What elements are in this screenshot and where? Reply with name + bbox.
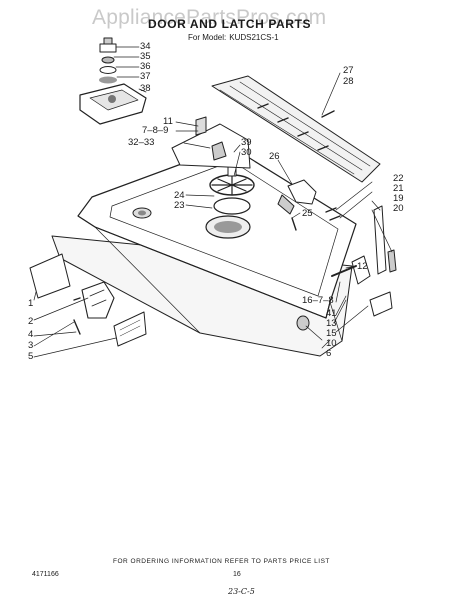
cap-washer bbox=[99, 66, 117, 74]
plug-button bbox=[296, 315, 310, 331]
model-label: For Model: bbox=[188, 33, 227, 42]
callout-28: 28 bbox=[343, 76, 354, 87]
hinge-arm-right bbox=[373, 205, 387, 275]
callout-4: 4 bbox=[28, 329, 34, 340]
rotor-seal bbox=[213, 197, 251, 215]
callout-38: 38 bbox=[140, 83, 151, 94]
latch-assembly bbox=[287, 179, 317, 205]
callout-5: 5 bbox=[28, 351, 34, 362]
latch-mechanism-left bbox=[81, 281, 115, 319]
callout-19: 19 bbox=[393, 193, 404, 204]
page-number: 16 bbox=[233, 571, 241, 578]
hinge-spring bbox=[387, 249, 397, 273]
callout-26: 26 bbox=[269, 151, 280, 162]
callout-16-7-8: 16–7–8 bbox=[302, 295, 334, 306]
callout-32-33: 32–33 bbox=[128, 137, 155, 148]
callout-22: 22 bbox=[393, 173, 404, 184]
callout-35: 35 bbox=[140, 51, 151, 62]
liner-side-flange bbox=[94, 226, 343, 342]
left-side-bracket bbox=[29, 253, 71, 299]
latch-tab bbox=[195, 116, 207, 136]
callout-7-8-9: 7–8–9 bbox=[142, 125, 169, 136]
latch-cover-plate bbox=[113, 311, 147, 347]
callout-15: 15 bbox=[326, 328, 337, 339]
ordering-info-footer: FOR ORDERING INFORMATION REFER TO PARTS … bbox=[113, 558, 330, 565]
callout-25: 25 bbox=[302, 208, 313, 219]
door-strike-bracket bbox=[369, 291, 393, 317]
page-title: DOOR AND LATCH PARTS bbox=[148, 17, 312, 31]
callout-12: 12 bbox=[357, 261, 368, 272]
handwritten-note: 23-C-5 bbox=[228, 587, 255, 596]
callout-34: 34 bbox=[140, 41, 151, 52]
latch-bracket bbox=[171, 123, 251, 169]
callout-20: 20 bbox=[393, 203, 404, 214]
vent-screw bbox=[321, 110, 335, 118]
callout-37: 37 bbox=[140, 71, 151, 82]
callout-23: 23 bbox=[174, 200, 185, 211]
callout-11: 11 bbox=[163, 116, 173, 127]
callout-3: 3 bbox=[28, 340, 34, 351]
model-number: KUDS21CS-1 bbox=[229, 33, 279, 42]
callout-6: 6 bbox=[326, 348, 332, 359]
callout-30: 30 bbox=[241, 147, 252, 158]
callout-10: 10 bbox=[326, 338, 337, 349]
callout-36: 36 bbox=[140, 61, 151, 72]
cap-nut bbox=[101, 56, 115, 64]
callout-27: 27 bbox=[343, 65, 354, 76]
side-bracket-right bbox=[351, 255, 371, 285]
liner-front-rim bbox=[77, 215, 331, 319]
cap-knob bbox=[99, 43, 117, 53]
model-line: For Model:KUDS21CS-1 bbox=[188, 33, 282, 42]
liner-inner-edge bbox=[109, 160, 339, 297]
vent-trim-strip bbox=[211, 75, 381, 183]
callout-13: 13 bbox=[326, 318, 337, 329]
document-number: 4171166 bbox=[32, 571, 59, 578]
callout-2: 2 bbox=[28, 316, 34, 327]
callout-41: 41 bbox=[326, 308, 337, 319]
callout-39: 39 bbox=[241, 137, 252, 148]
hinge-link bbox=[331, 265, 357, 277]
watermark: AppliancePartsPros.com bbox=[92, 6, 327, 29]
callout-24: 24 bbox=[174, 190, 185, 201]
callout-1: 1 bbox=[28, 298, 34, 309]
callout-21: 21 bbox=[393, 183, 404, 194]
